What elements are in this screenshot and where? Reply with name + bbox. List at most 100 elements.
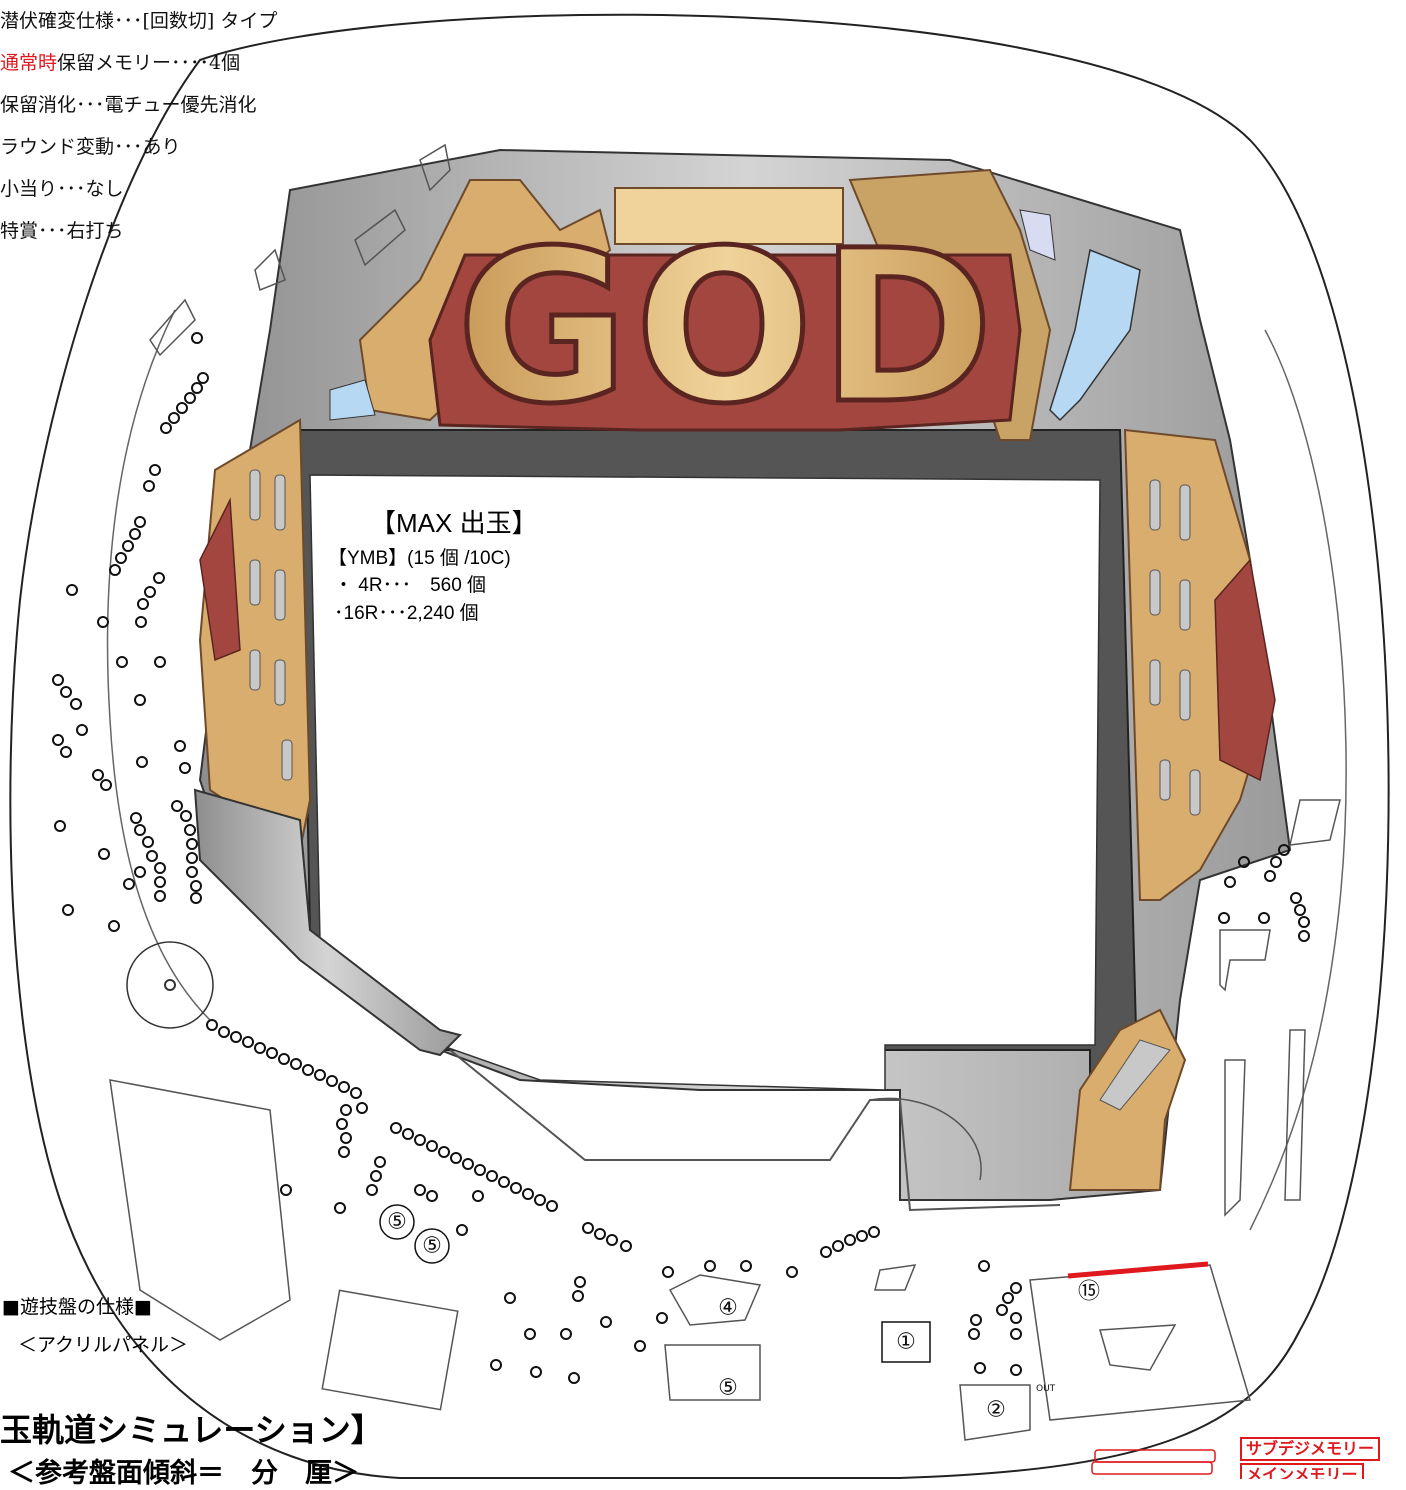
nail-pin: [129, 528, 141, 540]
god-logo: GOD: [428, 187, 1022, 453]
nail-pin: [137, 598, 149, 610]
nail-pin: [254, 1042, 266, 1054]
nail-pin: [1298, 930, 1310, 942]
nail-pin: [472, 1190, 484, 1202]
nail-pin: [996, 1304, 1008, 1316]
nail-pin: [370, 1170, 382, 1182]
nail-pin: [974, 1362, 986, 1374]
nail-pin: [218, 1026, 230, 1038]
nail-pin: [230, 1031, 242, 1043]
nail-pin: [186, 838, 198, 850]
spec-type: 潜伏確変仕様･･･[回数切] タイプ: [0, 10, 278, 32]
right-panel-slots: [1149, 479, 1201, 816]
nail-pin: [76, 724, 88, 736]
nail-pin: [620, 1240, 632, 1252]
spec-hold-consumption: 保留消化･･･電チュー優先消化: [0, 94, 257, 116]
nail-pin: [144, 586, 156, 598]
nail-pin: [174, 740, 186, 752]
nail-pin: [100, 779, 112, 791]
nail-pin: [52, 734, 64, 746]
nail-pin: [168, 412, 180, 424]
board-spec-panel: ＜アクリルパネル＞: [18, 1334, 189, 1356]
nail-pin: [490, 1359, 502, 1371]
marker-5c: ⑤: [718, 1376, 738, 1401]
nail-pin: [190, 892, 202, 904]
nail-pin: [66, 584, 78, 596]
nail-pin: [186, 866, 198, 878]
nail-pin: [60, 746, 72, 758]
nail-pin: [462, 1158, 474, 1170]
nail-pin: [54, 820, 66, 832]
left-chute: [193, 788, 462, 1057]
nail-pin: [266, 1047, 278, 1059]
nail-pin: [184, 392, 196, 404]
nail-pin: [970, 1314, 982, 1326]
nail-pin: [498, 1176, 510, 1188]
right-rail: [1249, 329, 1347, 1231]
nail-pin: [510, 1182, 522, 1194]
nail-pin: [390, 1122, 402, 1134]
nail-pin: [134, 866, 146, 878]
spec-special-prize: 特賞･･･右打ち: [0, 220, 124, 242]
nail-pin: [356, 1102, 368, 1114]
nail-pin: [1294, 904, 1306, 916]
nail-pin: [414, 1134, 426, 1146]
nail-pin: [350, 1087, 362, 1099]
nail-pin: [1278, 844, 1290, 856]
v-gate-red-line: [1067, 1261, 1209, 1279]
nail-pin: [153, 572, 165, 584]
nail-pin: [278, 1053, 290, 1065]
nail-pin: [600, 1316, 612, 1328]
nail-pin: [1264, 870, 1276, 882]
nail-pin: [109, 564, 121, 576]
nail-pin: [142, 836, 154, 848]
marker-2: ②: [986, 1398, 1006, 1423]
nail-pin: [52, 674, 64, 686]
nail-pin: [98, 848, 110, 860]
out-label: OUT: [1036, 1384, 1056, 1394]
nail-pin: [135, 616, 147, 628]
nail-pin: [242, 1036, 254, 1048]
lower-left-frame: [109, 1079, 291, 1341]
nail-pin: [1258, 912, 1270, 924]
nail-pin: [338, 1146, 350, 1158]
right-maroon-accent: [1214, 558, 1276, 782]
spec-hold-memory-value: 保留メモリー････4個: [57, 52, 241, 74]
nail-pin: [191, 332, 203, 344]
marker-5a: ⑤: [387, 1210, 407, 1235]
sub-digital-memory-label: サブデジメモリー: [1240, 1437, 1381, 1461]
nail-pin: [438, 1146, 450, 1158]
nail-pin: [594, 1228, 606, 1240]
max-payout-ymb: 【YMB】(15 個 /10C): [328, 548, 511, 569]
nail-pin: [530, 1366, 542, 1378]
nail-pin: [568, 1372, 580, 1384]
spec-round-variation: ラウンド変動･･･あり: [0, 136, 181, 158]
nail-pin: [180, 810, 192, 822]
nail-pin: [149, 464, 161, 476]
board-outline: [9, 13, 1390, 1479]
nail-pin: [978, 1260, 990, 1272]
nail-pin: [534, 1194, 546, 1206]
nail-pin: [1010, 1364, 1022, 1376]
nail-pin: [340, 1104, 352, 1116]
nail-pin: [574, 1276, 586, 1288]
sky-left: [329, 379, 376, 421]
nail-pin: [179, 762, 191, 774]
nail-pin: [1010, 1328, 1022, 1340]
nail-pin: [338, 1081, 350, 1093]
nail-pin: [134, 516, 146, 528]
nail-pin: [70, 698, 82, 710]
nail-pin: [572, 1290, 584, 1302]
nail-pin: [302, 1064, 314, 1076]
nail-pin: [456, 1224, 468, 1236]
marker-1: ①: [896, 1330, 916, 1355]
nail-pin: [108, 920, 120, 932]
nail-pin: [844, 1234, 856, 1246]
nail-pin: [1218, 912, 1230, 924]
nail-pin: [60, 686, 72, 698]
nail-pin: [206, 1019, 218, 1031]
spec-hold-memory: 通常時保留メモリー････4個: [0, 54, 240, 73]
nail-pin: [1002, 1292, 1014, 1304]
nail-pin: [190, 880, 202, 892]
nail-pin: [154, 890, 166, 902]
